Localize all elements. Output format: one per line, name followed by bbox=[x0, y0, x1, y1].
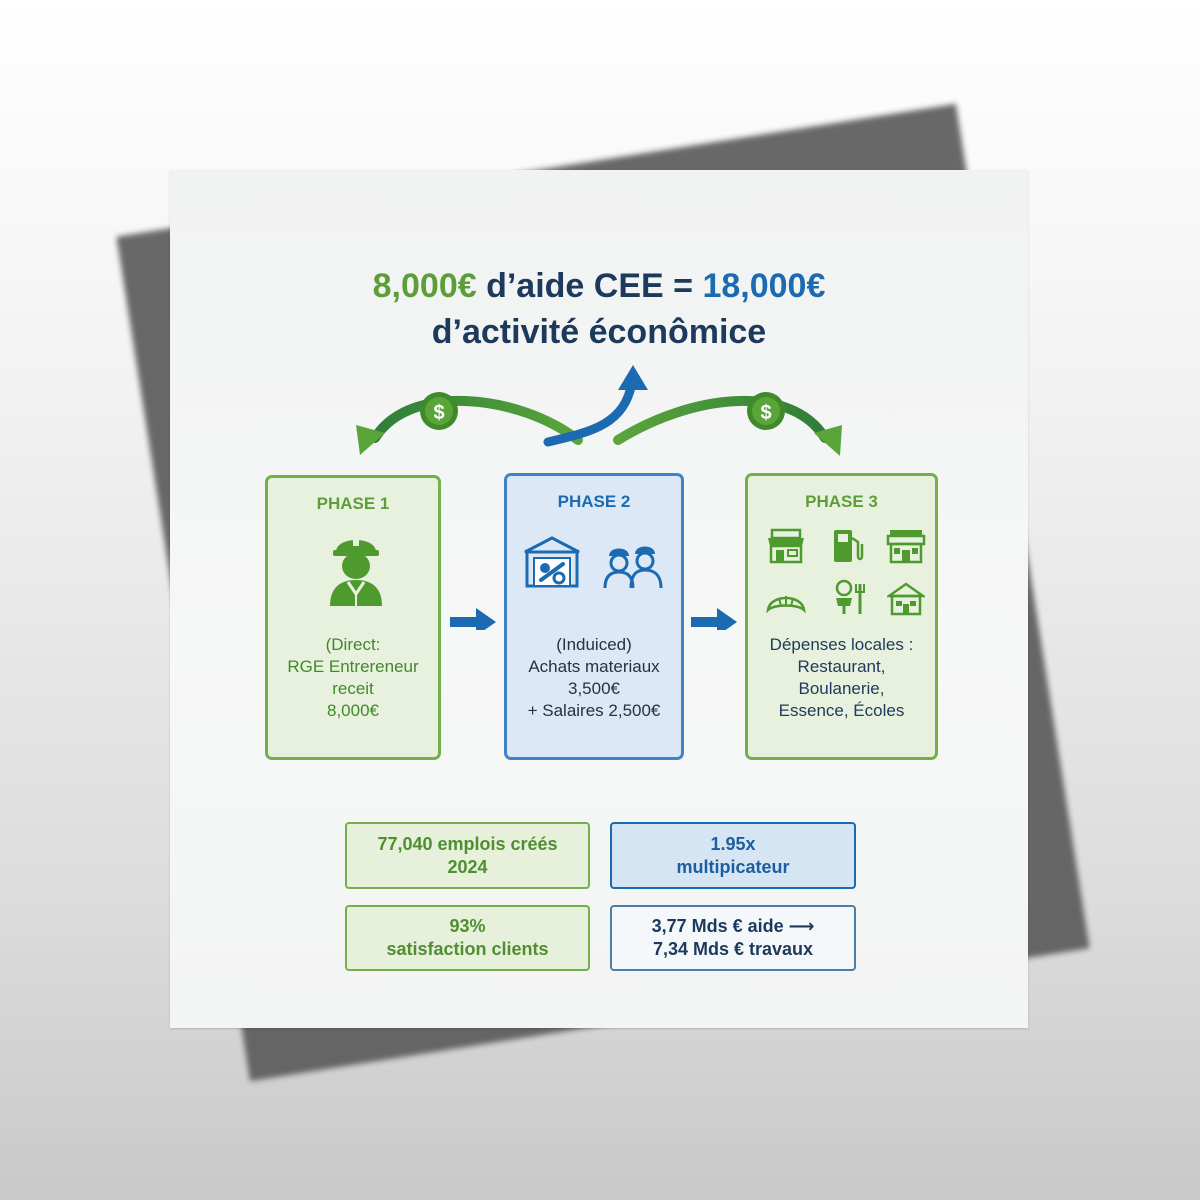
arrow-phase1-to-phase2-icon bbox=[450, 608, 496, 630]
phase-3-card: PHASE 3 bbox=[745, 473, 938, 760]
stat-satisfaction-label: satisfaction clients bbox=[386, 939, 549, 959]
growth-arrowhead bbox=[618, 365, 648, 390]
svg-text:$: $ bbox=[760, 402, 771, 424]
infographic-card: 8,000€ d’aide CEE = 18,000€ d’activité é… bbox=[170, 170, 1028, 1028]
stat-multiplier-value: 1.95x bbox=[710, 833, 756, 854]
phase-1-card: PHASE 1 (Direct: RGE Entrereneur receit … bbox=[265, 475, 441, 760]
school-icon bbox=[887, 582, 925, 616]
money-flow-arrows: $ $ bbox=[356, 365, 842, 630]
stat-multiplier-label: multipicateur bbox=[676, 856, 790, 877]
stat-satisfaction: 93% satisfaction clients bbox=[345, 905, 590, 971]
construction-worker-icon bbox=[330, 534, 382, 606]
croissant-icon bbox=[766, 596, 806, 614]
aid-amount: 8,000€ bbox=[372, 267, 477, 305]
right-coin-icon: $ bbox=[747, 392, 785, 430]
dining-icon bbox=[835, 579, 865, 614]
phase-2-text: (Induiced) Achats materiaux 3,500€ + Sal… bbox=[527, 635, 661, 720]
headline-line-2: d’activité éconômice bbox=[431, 313, 767, 351]
activity-amount: 18,000€ bbox=[702, 267, 826, 305]
left-coin-icon: $ bbox=[420, 392, 458, 430]
phase-2-card: PHASE 2 (Induiced) Achats materiaux 3,50… bbox=[504, 473, 684, 760]
right-arrowhead bbox=[814, 425, 842, 456]
stat-jobs-year: 2024 bbox=[447, 856, 488, 877]
gas-pump-icon bbox=[834, 530, 864, 562]
phase-1-text: (Direct: RGE Entrereneur receit 8,000€ bbox=[287, 635, 419, 720]
stat-works-amount: 7,34 Mds € travaux bbox=[652, 939, 814, 959]
garage-tools-icon bbox=[524, 536, 580, 588]
store-icon bbox=[886, 530, 926, 564]
growth-arc bbox=[543, 377, 637, 447]
left-arrowhead bbox=[356, 425, 385, 455]
shop-icon bbox=[768, 528, 804, 564]
phase-3-title: PHASE 3 bbox=[805, 492, 878, 511]
left-flow-arc bbox=[370, 396, 583, 445]
stat-aid-amount: 3,77 Mds € aide ⟶ bbox=[651, 916, 815, 936]
stat-jobs-created: 77,040 emplois créés 2024 bbox=[345, 822, 590, 889]
headline-mid-text: d’aide CEE = bbox=[476, 267, 703, 305]
workers-team-icon bbox=[603, 546, 663, 588]
stat-multiplier: 1.95x multipicateur bbox=[610, 822, 856, 889]
stat-jobs-value: 77,040 emplois créés bbox=[377, 833, 558, 854]
arrow-phase2-to-phase3-icon bbox=[691, 608, 737, 630]
svg-text:$: $ bbox=[433, 402, 444, 424]
stat-satisfaction-value: 93% bbox=[449, 916, 486, 936]
phase-3-text: Dépenses locales : Restaurant, Boulaneri… bbox=[769, 635, 914, 720]
right-flow-arc bbox=[613, 396, 830, 445]
phase-2-title: PHASE 2 bbox=[557, 492, 631, 511]
headline-line-1: 8,000€ d’aide CEE = 18,000€ bbox=[170, 264, 1028, 308]
stat-aid-to-works: 3,77 Mds € aide ⟶ 7,34 Mds € travaux bbox=[610, 905, 856, 971]
phase-1-title: PHASE 1 bbox=[316, 494, 390, 513]
